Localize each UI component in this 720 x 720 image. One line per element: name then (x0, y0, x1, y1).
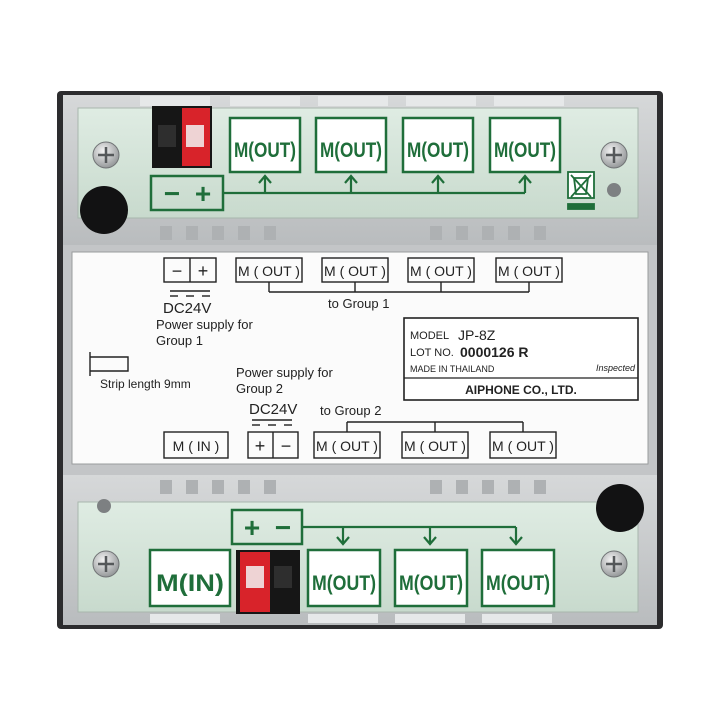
screw-icon (92, 550, 120, 578)
label-strip-length: Strip length 9mm (100, 377, 191, 391)
label-top-output-text: M ( OUT ) (324, 263, 386, 279)
screw-icon (600, 550, 628, 578)
mounting-hole (596, 484, 644, 532)
label-top-minus: − (172, 261, 183, 281)
bottom-output-terminal: M(OUT) (306, 548, 382, 608)
bottom-input-terminal: M(IN) (148, 548, 232, 608)
mounting-hole-small (97, 499, 111, 513)
bottom-arrow-bus (302, 525, 523, 546)
weee-bin-icon (567, 171, 595, 210)
dc-symbol (252, 419, 292, 426)
label-top-output-text: M ( OUT ) (238, 263, 300, 279)
bottom-output-terminal: M(OUT) (393, 548, 469, 608)
label-to-group2: to Group 2 (320, 403, 381, 418)
label-bottom-output-text: M ( OUT ) (316, 438, 378, 454)
top-output-terminal: M(OUT) (314, 116, 388, 174)
nameplate-brand: AIPHONE CO., LTD. (465, 383, 577, 397)
nameplate: MODEL JP-8Z LOT NO. 0000126 R MADE IN TH… (403, 317, 639, 401)
label-bottom-output-text: M ( OUT ) (404, 438, 466, 454)
bottom-clip-row (160, 480, 546, 494)
label-bottom-plus: + (255, 436, 266, 456)
bottom-output-label: M(OUT) (399, 572, 463, 595)
label-top-plus: + (198, 261, 209, 281)
label-group1-bus (268, 282, 530, 293)
mounting-hole (80, 186, 128, 234)
top-edge-teeth (140, 96, 564, 106)
bottom-plus-sign: + (244, 512, 260, 543)
nameplate-model-value: JP-8Z (458, 327, 496, 343)
top-clip-row (160, 226, 546, 240)
top-output-label: M(OUT) (494, 139, 556, 162)
dc-symbol (170, 290, 210, 297)
label-power-group2-line2: Group 2 (236, 381, 283, 396)
label-group2-bus (346, 421, 524, 432)
label-bottom-output-text: M ( OUT ) (492, 438, 554, 454)
label-power-group1-line1: Power supply for (156, 317, 253, 332)
top-plus-sign: + (195, 178, 211, 209)
nameplate-lot-label: LOT NO. (410, 347, 454, 359)
top-output-label: M(OUT) (407, 139, 469, 162)
bottom-minus-sign: − (275, 512, 291, 543)
label-dc24v-top: DC24V (163, 300, 211, 317)
label-top-output-text: M ( OUT ) (410, 263, 472, 279)
nameplate-inspected: Inspected (596, 363, 636, 373)
label-dc24v-bottom: DC24V (249, 401, 297, 418)
label-bottom-minus: − (281, 436, 292, 456)
bottom-edge-teeth (150, 614, 552, 623)
bottom-input-label: M(IN) (156, 570, 224, 597)
screw-icon (92, 141, 120, 169)
nameplate-model-label: MODEL (410, 330, 449, 342)
label-top-output-text: M ( OUT ) (498, 263, 560, 279)
bottom-output-terminal: M(OUT) (480, 548, 556, 608)
nameplate-made-in: MADE IN THAILAND (410, 364, 495, 374)
top-minus-sign: − (164, 178, 180, 209)
mounting-hole-small (607, 183, 621, 197)
top-output-terminal: M(OUT) (488, 116, 562, 174)
label-power-group2-line1: Power supply for (236, 365, 333, 380)
top-output-label: M(OUT) (320, 139, 382, 162)
bottom-output-label: M(OUT) (312, 572, 376, 595)
screw-icon (600, 141, 628, 169)
top-arrow-bus (223, 174, 532, 195)
strip-length-diagram (89, 352, 129, 376)
label-bottom-input-box: M ( IN ) (163, 431, 229, 459)
nameplate-lot-value: 0000126 R (460, 344, 529, 360)
label-power-group1-line2: Group 1 (156, 333, 203, 348)
label-bottom-input-text: M ( IN ) (173, 438, 220, 454)
top-output-terminal: M(OUT) (401, 116, 475, 174)
bottom-output-label: M(OUT) (486, 572, 550, 595)
top-output-label: M(OUT) (234, 139, 296, 162)
label-to-group1: to Group 1 (328, 296, 389, 311)
top-output-terminal: M(OUT) (228, 116, 302, 174)
